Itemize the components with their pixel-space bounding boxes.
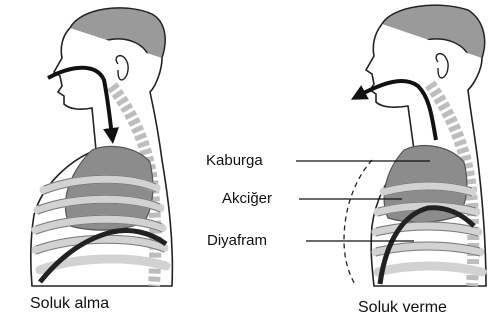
label-lungs: Akciğer — [222, 190, 402, 207]
exhalation-figure — [344, 5, 486, 286]
inhalation-figure — [31, 8, 173, 286]
caption-exhalation: Soluk verme — [358, 299, 447, 316]
chest-previous-outline — [344, 160, 372, 286]
caption-inhalation: Soluk alma — [30, 295, 109, 312]
label-ribs-text: Kaburga — [206, 152, 263, 169]
label-lungs-text: Akciğer — [222, 190, 272, 207]
label-diaphragm-text: Diyafram — [207, 232, 267, 249]
